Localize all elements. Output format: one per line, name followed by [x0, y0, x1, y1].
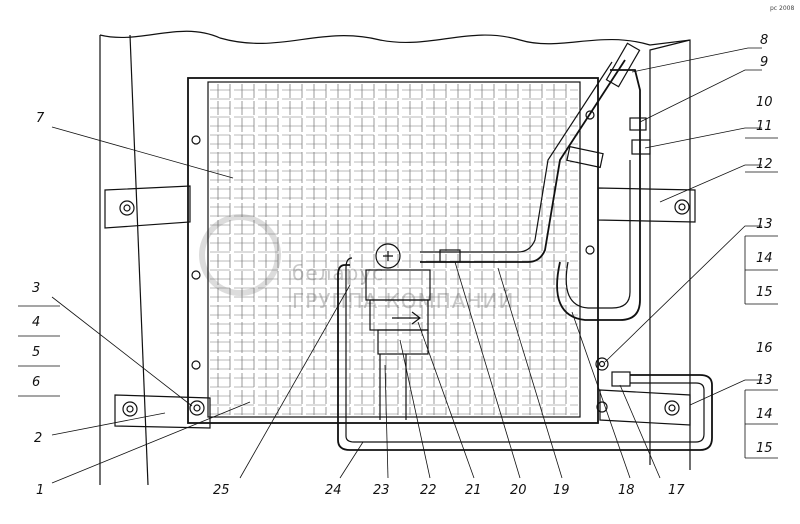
callout-3: 3 — [32, 281, 40, 296]
callout-10: 10 — [756, 95, 773, 110]
callout-19: 19 — [553, 483, 570, 498]
label-boxes-left — [18, 305, 60, 397]
callout-15a: 15 — [756, 285, 773, 300]
callout-21: 21 — [465, 483, 482, 498]
corner-mark: рс 2008 — [770, 5, 794, 12]
receiver-dryer — [365, 243, 431, 420]
callout-23: 23 — [373, 483, 390, 498]
callout-7: 7 — [36, 111, 45, 126]
radiator-fins — [210, 84, 578, 415]
label-boxes-right — [744, 137, 778, 459]
callout-12: 12 — [756, 157, 773, 172]
callout-22: 22 — [420, 483, 437, 498]
callout-13a: 13 — [756, 217, 773, 232]
callout-20: 20 — [510, 483, 527, 498]
callout-8: 8 — [760, 33, 768, 48]
callout-14b: 14 — [756, 407, 773, 422]
watermark: беларус ГРУППА КОМПАНИЙ — [199, 214, 514, 313]
callout-15b: 15 — [756, 441, 773, 456]
refrigerant-lines — [337, 42, 713, 451]
core-fasteners — [191, 110, 595, 370]
callout-25: 25 — [213, 483, 230, 498]
watermark-company-text: ГРУППА КОМПАНИЙ — [292, 289, 514, 313]
radiator-core — [187, 77, 599, 424]
callout-11: 11 — [756, 119, 773, 134]
callout-9: 9 — [760, 55, 768, 70]
bracket-right-top — [597, 187, 696, 223]
callout-24: 24 — [325, 483, 342, 498]
bracket-left-bottom — [114, 394, 211, 429]
bracket-left-top — [104, 185, 191, 229]
callout-1: 1 — [36, 483, 44, 498]
frame — [99, 30, 691, 486]
callout-14a: 14 — [756, 251, 773, 266]
leader-lines — [51, 47, 762, 484]
callout-4: 4 — [32, 315, 40, 330]
callout-18: 18 — [618, 483, 635, 498]
callout-17: 17 — [668, 483, 685, 498]
callout-5: 5 — [32, 345, 40, 360]
callout-2: 2 — [34, 431, 42, 446]
callout-6: 6 — [32, 375, 40, 390]
callout-16: 16 — [756, 341, 773, 356]
bracket-right-bottom — [595, 357, 691, 426]
callout-labels: 7 3 4 5 6 2 1 8 9 10 11 12 13 14 15 16 1… — [32, 33, 773, 498]
callout-13b: 13 — [756, 373, 773, 388]
